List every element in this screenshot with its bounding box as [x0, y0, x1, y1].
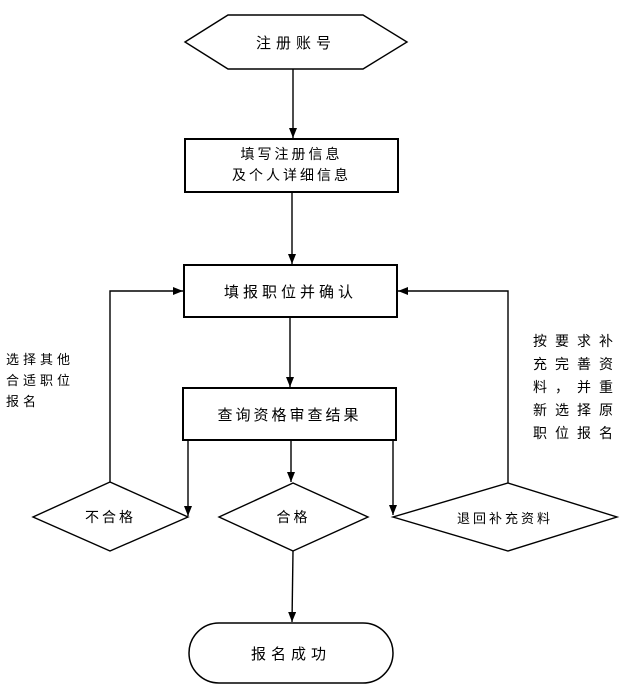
- right-note-line-2: 充完善资: [533, 357, 621, 373]
- arrow-qualified-to-success: [288, 550, 297, 623]
- register-info-line-1: 填写注册信息: [240, 146, 343, 163]
- check-result-node-label: 查询资格审查结果: [217, 405, 362, 424]
- check-result-box-shape: [182, 387, 397, 441]
- right-note-line-3: 料，并重: [533, 380, 621, 396]
- qualified-node-label: 合格: [276, 510, 311, 526]
- right-note-line-5: 职位报名: [533, 426, 621, 442]
- unqualified-diamond-shape: [31, 481, 190, 552]
- left-note-line-3: 报名: [6, 395, 41, 410]
- right-feedback-note: 按要求补 充完善资 料，并重 新选择原 职位报名: [533, 331, 621, 446]
- return-supplement-node-label: 退回补充资料: [456, 511, 553, 527]
- left-note-line-2: 合适职位: [6, 374, 75, 389]
- arrow-return-feedback-to-select: [398, 287, 509, 483]
- register-info-node-label: 填写注册信息 及个人详细信息: [185, 139, 398, 192]
- start-node-label: 注册账号: [255, 33, 336, 52]
- success-terminator-shape: [188, 622, 394, 684]
- right-note-line-4: 新选择原: [533, 403, 621, 419]
- select-position-node-label: 填报职位并确认: [223, 282, 357, 301]
- success-node-label: 报名成功: [250, 644, 331, 663]
- right-note-line-1: 按要求补: [533, 334, 621, 350]
- arrow-unqualified-feedback-to-select: [109, 287, 183, 482]
- unqualified-node-label: 不合格: [85, 510, 136, 526]
- return-supplement-diamond-shape: [390, 482, 620, 552]
- start-hexagon-shape: [183, 14, 409, 70]
- register-info-line-2: 及个人详细信息: [232, 167, 351, 184]
- left-feedback-note: 选择其他 合适职位 报名: [6, 350, 74, 413]
- left-note-line-1: 选择其他: [6, 353, 75, 368]
- register-info-box-shape: [184, 138, 399, 193]
